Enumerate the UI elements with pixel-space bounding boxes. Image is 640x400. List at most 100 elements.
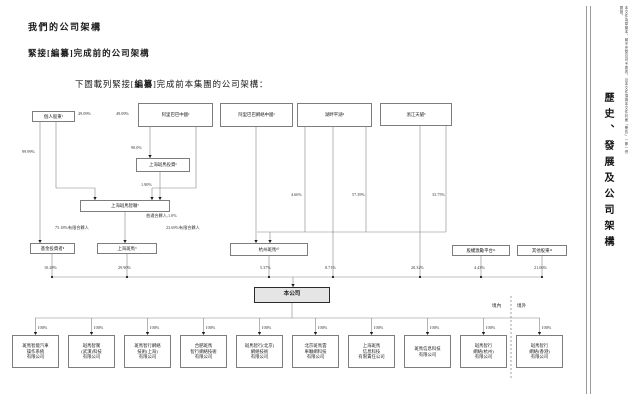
ownership-percent-label: 100% [261,325,272,330]
entity-box-other-shareholders: 其他股東¹² [517,245,567,256]
entity-box-hangzhou-banma: 杭州斑馬¹⁰ [230,243,308,256]
arrowhead [148,155,152,158]
subsidiary-box: 斑馬智能汽車操作系統有限公司 [12,335,59,368]
arrowhead [369,332,374,335]
percent-label: 49.09% [116,111,129,116]
entity-box-shanghai-banma-zhilian: 上海斑馬智聯⁷ [80,200,170,212]
subsidiary-box: 合肥斑馬智行網絡技術有限公司 [180,335,227,368]
arrowhead [291,284,295,287]
entity-box-the-company: 本公司 [254,287,330,303]
sidebar-disclaimer: 本文件為草擬本，屬不完整且可予更改，且本文件須與本文件封面「警告」一節一併閱讀。 [619,6,628,154]
subsidiary-label-line: 車聯網科技 [304,348,327,354]
arrowhead [158,197,162,200]
arrowhead [123,240,127,243]
entity-box-shanghai-banma: 上海斑馬⁹ [97,243,157,254]
entity-label: 基金投資者⁸ [40,245,65,251]
entity-label: 阿里巴巴網絡中國³ [238,112,275,118]
percent-label: 4.43% [474,265,485,270]
subsidiary-label-line: 斑馬智行 [530,342,549,348]
percent-label: 普通合夥人,1.0% [146,213,177,218]
ownership-percent-label: 100% [429,325,440,330]
ownership-percent-label: 100% [149,325,160,330]
entity-label: 上海斑馬⁹ [117,245,137,251]
percent-label: 29.90% [118,265,131,270]
entity-box-hupan-pinghu: 湖畔平湖⁴ [297,103,372,127]
arrowhead [145,332,150,335]
junction-dot [50,275,54,279]
subsidiary-label-line: 斑馬信息科技 [414,345,441,351]
arrowhead [425,332,430,335]
subsidiary-box: 斑馬智行(北京)網絡技術有限公司 [236,335,283,368]
subsidiary-box: 上海斑馬信息科技有限責任公司 [348,335,395,368]
entity-label: 股權激勵平台¹¹ [466,247,496,253]
arrowhead [150,197,154,200]
entity-label: 個人股東¹ [44,113,63,119]
percent-label: 21.06% [534,265,547,270]
subsidiary-label-line: 智行網絡技術 [190,348,217,354]
subsidiary-label-line: 網絡(香港) [529,348,550,354]
percent-label: 49.09% [78,111,91,116]
junction-dot [125,275,129,279]
subsidiary-label-line: 斑馬智能汽車 [22,342,49,348]
junction-dot [479,275,483,279]
ownership-percent-label: 100% [205,325,216,330]
intro-pre: 下圖載列緊接[ [75,79,135,89]
entity-box-shanghai-banma-investment: 上海斑馬投資⁶ [136,158,190,172]
percent-label: 90.0% [131,145,142,150]
subsidiary-box: 斑馬智行網絡(杭州)有限公司 [460,335,507,368]
junction-dot [418,275,422,279]
intro-bold: 編纂 [134,79,154,89]
subsection-title: 緊接[編纂]完成前的公司架構 [28,48,150,58]
subsidiary-label-line: 斑馬智行(北京) [244,342,275,348]
entity-label: 湖畔平湖⁴ [324,112,345,118]
arrowhead [313,332,318,335]
percent-label: 20.32% [411,265,424,270]
junction-dot [267,275,271,279]
subsidiary-label-line: 合肥斑馬 [194,342,213,348]
ownership-percent-label: 100% [373,325,384,330]
entity-box-alibaba-china: 阿里巴巴中國² [138,103,213,127]
offshore-label: 境外 [517,303,527,308]
percent-label: 23.69%有限合夥人 [166,225,200,230]
ownership-percent-label: 100% [93,325,104,330]
subsidiary-label-line: 斑馬智行 [474,342,493,348]
page-title: 我們的公司架構 [28,22,102,32]
arrowhead [537,332,542,335]
onshore-label: 境內 [492,303,502,308]
ownership-percent-label: 100% [541,325,552,330]
sidebar-divider-line [586,6,587,394]
percent-label: 75.18%有限合夥人 [55,225,89,230]
subsidiary-label-line: 斑馬智行網絡 [134,342,161,348]
arrowhead [33,332,38,335]
subsidiary-label-line: 有限公司 [194,354,213,360]
subsidiary-box: 斑馬智行網絡技術(上海)有限公司 [124,335,171,368]
intro-text: 下圖載列緊接[編纂]完成前本集團的公司架構： [75,78,268,90]
ownership-percent-label: 100% [37,325,48,330]
entity-label: 浙江天貓⁵ [406,111,426,117]
intro-post: ]完成前本集團的公司架構： [153,79,269,89]
percent-label: 8.71% [325,265,336,270]
entity-label: 上海斑馬智聯⁷ [111,203,139,209]
subsidiary-box: 斑馬智行網絡(香港)有限公司 [516,335,563,368]
entity-box-equity-incentive-platform: 股權激勵平台¹¹ [452,245,510,256]
subsidiary-label-line: 有限公司 [530,354,549,360]
entity-label: 上海斑馬投資⁶ [149,162,177,168]
percent-label: 4.66% [291,192,302,197]
subsidiary-label-line: 上海斑馬 [362,342,381,348]
subsidiary-label-line: 操作系統 [26,348,45,354]
subsidiary-box: 斑馬智駕(武漢)科技有限公司 [68,335,115,368]
arrowhead [268,240,272,243]
entity-box-alibaba-network-china: 阿里巴巴網絡中國³ [220,103,293,127]
arrowhead [257,332,262,335]
subsidiary-label-line: 有限公司 [82,354,101,360]
subsidiary-label-line: 信息科技 [362,348,381,354]
subsidiary-label-line: 網絡(杭州) [473,348,494,354]
subsidiary-box: 斑馬信息科技有限公司 [404,335,451,368]
subsidiary-label-line: 網絡技術 [250,348,269,354]
subsidiary-box: 北京斑馬雲車聯網科技有限公司 [292,335,339,368]
percent-label: 10.28% [44,265,57,270]
subsidiary-label-line: 有限公司 [250,354,269,360]
subsidiary-label-line: 有限公司 [474,354,493,360]
